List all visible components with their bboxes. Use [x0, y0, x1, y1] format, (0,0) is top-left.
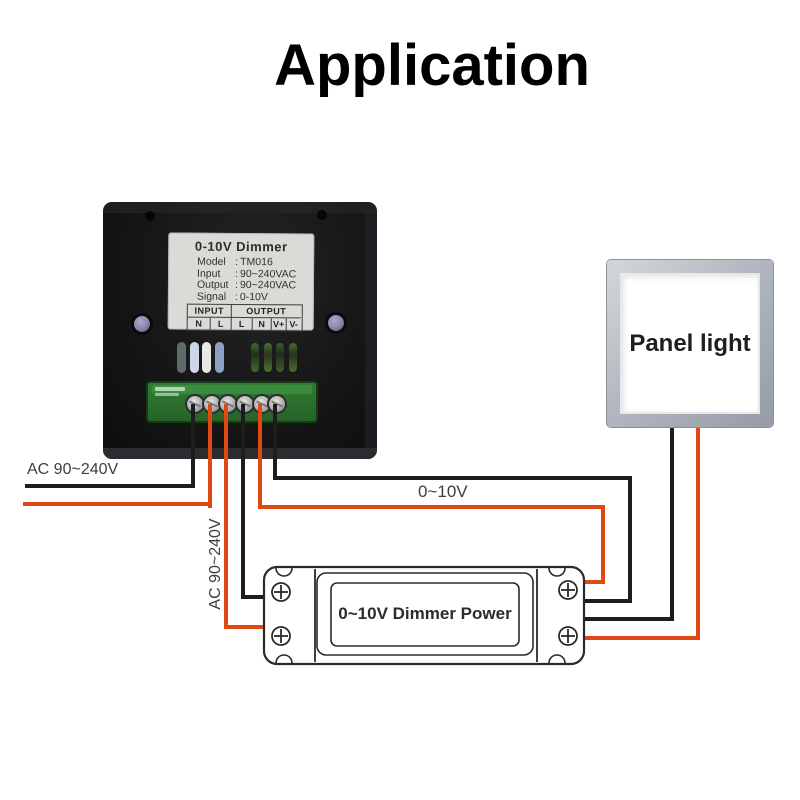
wire-panel-neutral-h: [578, 617, 674, 621]
panel-light: Panel light: [607, 260, 773, 427]
terminal-screw-n-out: [237, 396, 253, 412]
wire-panel-live-v: [696, 427, 700, 640]
wire-ac-out-live-v: [224, 404, 228, 629]
device-label-title: 0-10V Dimmer: [194, 238, 288, 255]
device-right-edge: [365, 210, 377, 451]
vent-slot: [276, 343, 284, 372]
terminal-cell: N: [195, 318, 202, 329]
wire-signal-vplus-d: [578, 580, 605, 584]
wire-signal-vplus-c: [601, 505, 605, 584]
vent-slot: [264, 343, 272, 372]
cap-notch: [548, 654, 566, 664]
wire-signal-vminus-b: [273, 476, 632, 480]
device-top-edge: [103, 202, 377, 213]
screw-hole-right: [328, 315, 344, 331]
wire-ac-out-neutral-v: [241, 404, 245, 599]
wire-signal-vminus-c: [628, 476, 632, 603]
screw-hole-left: [134, 316, 150, 332]
dimmer-power-unit: [262, 565, 586, 666]
device-bottom-edge: [103, 448, 377, 459]
wire-ac-input-live-v: [208, 404, 212, 508]
wire-ac-input-neutral-v: [191, 404, 195, 488]
terminal-cell: V-: [285, 318, 301, 331]
device-label: 0-10V Dimmer Model:TM016 Input:90~240VAC…: [167, 232, 315, 332]
panel-light-label: Panel light: [629, 329, 751, 357]
terminal-cell: V+: [270, 318, 286, 331]
wire-signal-vminus-a: [273, 404, 277, 480]
vent-slot: [289, 343, 297, 372]
wire-signal-vplus-b: [258, 505, 605, 509]
vent-slot: [215, 342, 224, 373]
vent-slot: [177, 342, 186, 373]
pcb-marking: [155, 387, 185, 391]
wire-panel-neutral-v: [670, 427, 674, 621]
device-specs: Model:TM016 Input:90~240VAC Output:90~24…: [168, 256, 314, 303]
mount-hole-top-left: [145, 211, 155, 221]
wire-signal-vminus-d: [578, 599, 632, 603]
pcb-terminal-strip: [152, 385, 312, 394]
terminal-screw-l-out: [220, 396, 236, 412]
page-title: Application: [274, 33, 590, 98]
label-ac-to-power: AC 90~240V: [207, 518, 224, 610]
spec-row-signal: Signal:0-10V: [196, 290, 268, 303]
wire-panel-live-h: [578, 636, 700, 640]
wire-ac-out-live-h: [224, 625, 267, 629]
terminal-pcb: [148, 383, 316, 421]
label-signal-0-10v: 0~10V: [418, 482, 468, 501]
terminal-cell: L: [209, 317, 231, 330]
terminal-screw-l-in: [204, 396, 220, 412]
pcb-marking: [155, 393, 179, 396]
screw-icon: [558, 580, 578, 600]
terminal-group-output: OUTPUT: [230, 304, 301, 319]
dimmer-power-label: 0~10V Dimmer Power: [338, 604, 512, 623]
mount-hole-top-right: [317, 210, 327, 220]
cap-notch: [275, 567, 293, 577]
terminal-cell: N: [251, 318, 271, 331]
screw-icon: [271, 582, 291, 602]
vent-slot: [251, 343, 259, 372]
terminal-screw-n-in: [187, 396, 203, 412]
vent-slot: [190, 342, 199, 373]
terminal-screw-vplus: [254, 396, 270, 412]
cap-notch: [548, 567, 566, 577]
terminal-screw-vminus: [269, 396, 285, 412]
terminal-table: INPUT OUTPUT N L L N V+ V-: [186, 303, 303, 332]
wire-ac-input-live-h: [23, 502, 212, 506]
panel-light-surface: Panel light: [622, 275, 758, 412]
screw-icon: [558, 626, 578, 646]
cap-notch: [275, 654, 293, 664]
label-ac-input: AC 90~240V: [27, 461, 119, 478]
wire-ac-input-neutral-h: [25, 484, 195, 488]
vent-slot: [202, 342, 211, 373]
terminal-cell: L: [230, 317, 252, 331]
screw-icon: [271, 626, 291, 646]
dimmer-device: 0-10V Dimmer Model:TM016 Input:90~240VAC…: [103, 202, 377, 459]
power-label-inner: [330, 582, 520, 647]
wire-signal-vplus-a: [258, 404, 262, 509]
terminal-group-input: INPUT: [187, 304, 231, 318]
wire-ac-out-neutral-h: [241, 595, 267, 599]
